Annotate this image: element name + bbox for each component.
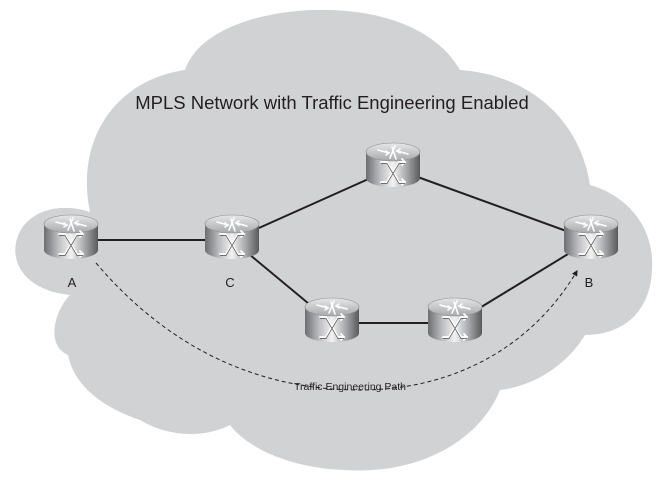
diagram-title: MPLS Network with Traffic Engineering En… bbox=[135, 92, 529, 113]
router-icon-c bbox=[204, 214, 260, 260]
te-path-layer bbox=[95, 262, 578, 391]
node-label-a: A bbox=[67, 275, 77, 290]
node-label-b: B bbox=[584, 275, 594, 290]
node-label-c: C bbox=[225, 275, 235, 290]
router-icon-bottom-right bbox=[427, 297, 483, 343]
router-icon-a bbox=[43, 214, 99, 260]
te-path-label: Traffic Engineering Path bbox=[293, 381, 407, 393]
router-icon-b bbox=[563, 214, 619, 260]
router-icon-top bbox=[365, 142, 421, 188]
te-path-arrow bbox=[95, 262, 578, 391]
router-icon-bottom-left bbox=[304, 297, 360, 343]
link-top-b bbox=[392, 167, 592, 241]
